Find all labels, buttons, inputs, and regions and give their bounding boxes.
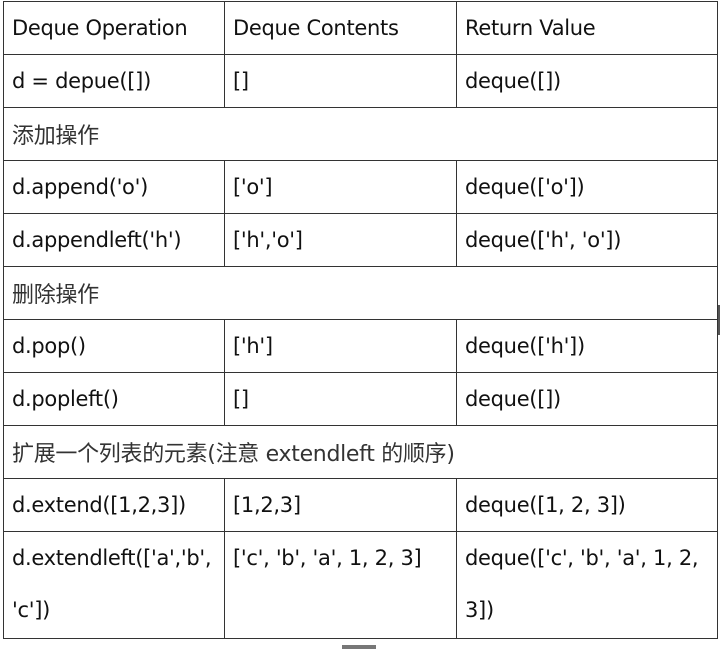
header-operation: Deque Operation xyxy=(3,1,225,55)
header-row: Deque Operation Deque Contents Return Va… xyxy=(3,1,718,55)
operation-cell: d.popleft() xyxy=(3,372,225,426)
contents-cell: [] xyxy=(224,372,457,426)
table-row: d.append('o') ['o'] deque(['o']) xyxy=(3,160,718,214)
edge-marker xyxy=(718,305,720,335)
operation-cell: d.pop() xyxy=(3,319,225,373)
section-add: 添加操作 xyxy=(3,107,718,161)
return-cell: deque(['o']) xyxy=(456,160,718,214)
contents-cell: [1,2,3] xyxy=(224,478,457,532)
operation-cell: d.extend([1,2,3]) xyxy=(3,478,225,532)
table-row: d.appendleft('h') ['h','o'] deque(['h', … xyxy=(3,213,718,267)
contents-cell: [] xyxy=(224,54,457,108)
operation-cell: d = depue([]) xyxy=(3,54,225,108)
operation-cell: d.extendleft(['a','b', 'c']) xyxy=(3,531,225,639)
section-row: 扩展一个列表的元素(注意 extendleft 的顺序) xyxy=(3,425,718,479)
table-row: d.extend([1,2,3]) [1,2,3] deque([1, 2, 3… xyxy=(3,478,718,532)
return-cell: deque(['c', 'b', 'a', 1, 2, 3]) xyxy=(456,531,718,639)
operation-cell: d.appendleft('h') xyxy=(3,213,225,267)
section-row: 删除操作 xyxy=(3,266,718,320)
contents-cell: ['h','o'] xyxy=(224,213,457,267)
bottom-marker xyxy=(342,645,376,649)
return-cell: deque(['h', 'o']) xyxy=(456,213,718,267)
section-remove: 删除操作 xyxy=(3,266,718,320)
return-cell: deque([1, 2, 3]) xyxy=(456,478,718,532)
section-row: 添加操作 xyxy=(3,107,718,161)
contents-cell: ['c', 'b', 'a', 1, 2, 3] xyxy=(224,531,457,639)
table-row: d.pop() ['h'] deque(['h']) xyxy=(3,319,718,373)
deque-operations-table: Deque Operation Deque Contents Return Va… xyxy=(3,1,718,639)
table-row: d = depue([]) [] deque([]) xyxy=(3,54,718,108)
section-extend: 扩展一个列表的元素(注意 extendleft 的顺序) xyxy=(3,425,718,479)
return-cell: deque([]) xyxy=(456,54,718,108)
header-contents: Deque Contents xyxy=(224,1,457,55)
operation-cell: d.append('o') xyxy=(3,160,225,214)
contents-cell: ['o'] xyxy=(224,160,457,214)
contents-cell: ['h'] xyxy=(224,319,457,373)
table-row: d.extendleft(['a','b', 'c']) ['c', 'b', … xyxy=(3,531,718,639)
return-cell: deque(['h']) xyxy=(456,319,718,373)
header-return-value: Return Value xyxy=(456,1,718,55)
return-cell: deque([]) xyxy=(456,372,718,426)
table-row: d.popleft() [] deque([]) xyxy=(3,372,718,426)
